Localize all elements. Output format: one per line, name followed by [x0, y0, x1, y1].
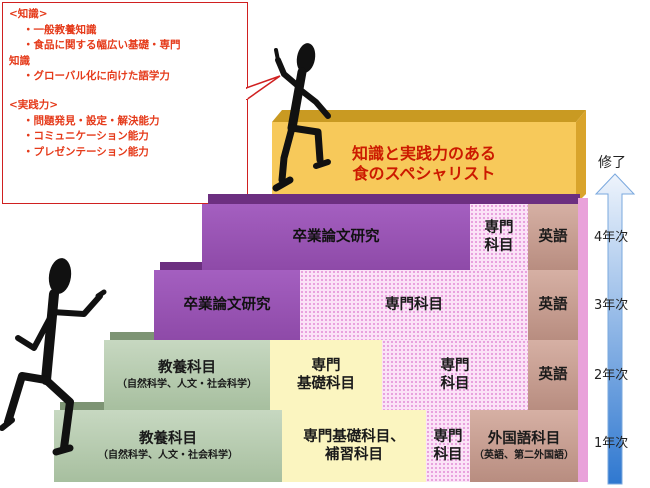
year1-basic-line1: 専門基礎科目、 [303, 428, 405, 445]
year1-liberal-sub: （自然科学、人文・社会科学） [98, 449, 238, 461]
year2-label: 2年次 [594, 368, 629, 383]
year2-liberal-label: 教養科目 [158, 359, 216, 376]
year2-basic-specialized: 専門 基礎科目 [270, 340, 382, 410]
year1-liberal-label: 教養科目 [139, 430, 197, 447]
year3-side [578, 270, 588, 340]
knowledge-item-continued: 知識 [9, 54, 30, 67]
year2-basic-line2: 基礎科目 [297, 376, 355, 392]
year1-top-edge [60, 402, 104, 412]
year2-basic-line1: 専門 [311, 357, 341, 374]
year1-foreign-sub: （英語、第二外国語） [474, 449, 574, 461]
practice-item: ・プレゼンテーション能力 [23, 145, 149, 158]
practice-item: ・コミュニケーション能力 [23, 130, 149, 143]
year1-specialized-line1: 専門 [433, 428, 463, 445]
year2-english-label: 英語 [538, 366, 568, 383]
year3-english: 英語 [528, 270, 578, 340]
year2-english: 英語 [528, 340, 578, 410]
knowledge-skills-callout: <知識> ・一般教養知識 ・食品に関する幅広い基礎・専門 知識 ・グローバル化に… [2, 2, 248, 204]
year2-top-edge [110, 332, 154, 342]
year2-specialized-line1: 専門 [440, 357, 470, 374]
year4-specialized-line1: 専門 [484, 219, 514, 236]
year3-english-label: 英語 [538, 296, 568, 313]
completion-label: 修了 [598, 155, 626, 171]
knowledge-heading: <知識> [9, 8, 48, 20]
year1-specialized-line2: 科目 [433, 447, 463, 463]
year3-thesis: 卒業論文研究 [154, 270, 300, 340]
knowledge-item: ・一般教養知識 [23, 23, 97, 36]
year2-liberal-arts: 教養科目 （自然科学、人文・社会科学） [104, 340, 270, 410]
year2-specialized: 専門 科目 [382, 340, 528, 410]
practice-heading: <実践力> [9, 98, 59, 111]
year1-specialized: 専門 科目 [426, 410, 470, 482]
year1-foreign-label: 外国語科目 [487, 430, 561, 447]
goal-specialist: 知識と実践力のある 食のスペシャリスト [272, 124, 576, 204]
year3-label: 3年次 [594, 298, 629, 313]
year1-foreign-language: 外国語科目 （英語、第二外国語） [470, 410, 578, 482]
year3-top-edge [160, 262, 202, 272]
year4-thesis-label: 卒業論文研究 [292, 228, 380, 245]
year4-english-label: 英語 [538, 228, 568, 245]
year2-side [578, 340, 588, 410]
year4-specialized-line2: 科目 [484, 238, 514, 254]
knowledge-item: ・食品に関する幅広い基礎・専門 [23, 39, 181, 52]
year1-basic-line2: 補習科目 [325, 447, 383, 463]
year3-thesis-label: 卒業論文研究 [183, 296, 271, 313]
progress-arrow [594, 173, 636, 485]
year3-specialized: 専門科目 [300, 270, 528, 340]
year4-label: 4年次 [594, 230, 629, 245]
goal-line2: 食のスペシャリスト [352, 164, 496, 183]
year1-liberal-arts: 教養科目 （自然科学、人文・社会科学） [54, 410, 282, 482]
year1-side [578, 410, 588, 482]
year4-thesis: 卒業論文研究 [202, 204, 470, 270]
year2-specialized-line2: 科目 [440, 376, 470, 392]
year4-english: 英語 [528, 204, 578, 270]
year2-liberal-sub: （自然科学、人文・社会科学） [117, 378, 257, 390]
year3-specialized-label: 専門科目 [385, 296, 443, 313]
practice-item: ・問題発見・設定・解決能力 [23, 114, 160, 127]
goal-line1: 知識と実践力のある [351, 144, 496, 163]
year4-specialized: 専門 科目 [470, 204, 528, 270]
year1-basic-specialized: 専門基礎科目、 補習科目 [282, 410, 426, 482]
year1-label: 1年次 [594, 436, 629, 451]
stick-figure-climbing [0, 258, 107, 456]
year4-side [578, 198, 588, 270]
callout-pointer [246, 75, 281, 100]
knowledge-item: ・グローバル化に向けた語学力 [23, 70, 170, 83]
stick-figure-sitting [272, 43, 331, 192]
year4-top-edge [208, 194, 580, 204]
